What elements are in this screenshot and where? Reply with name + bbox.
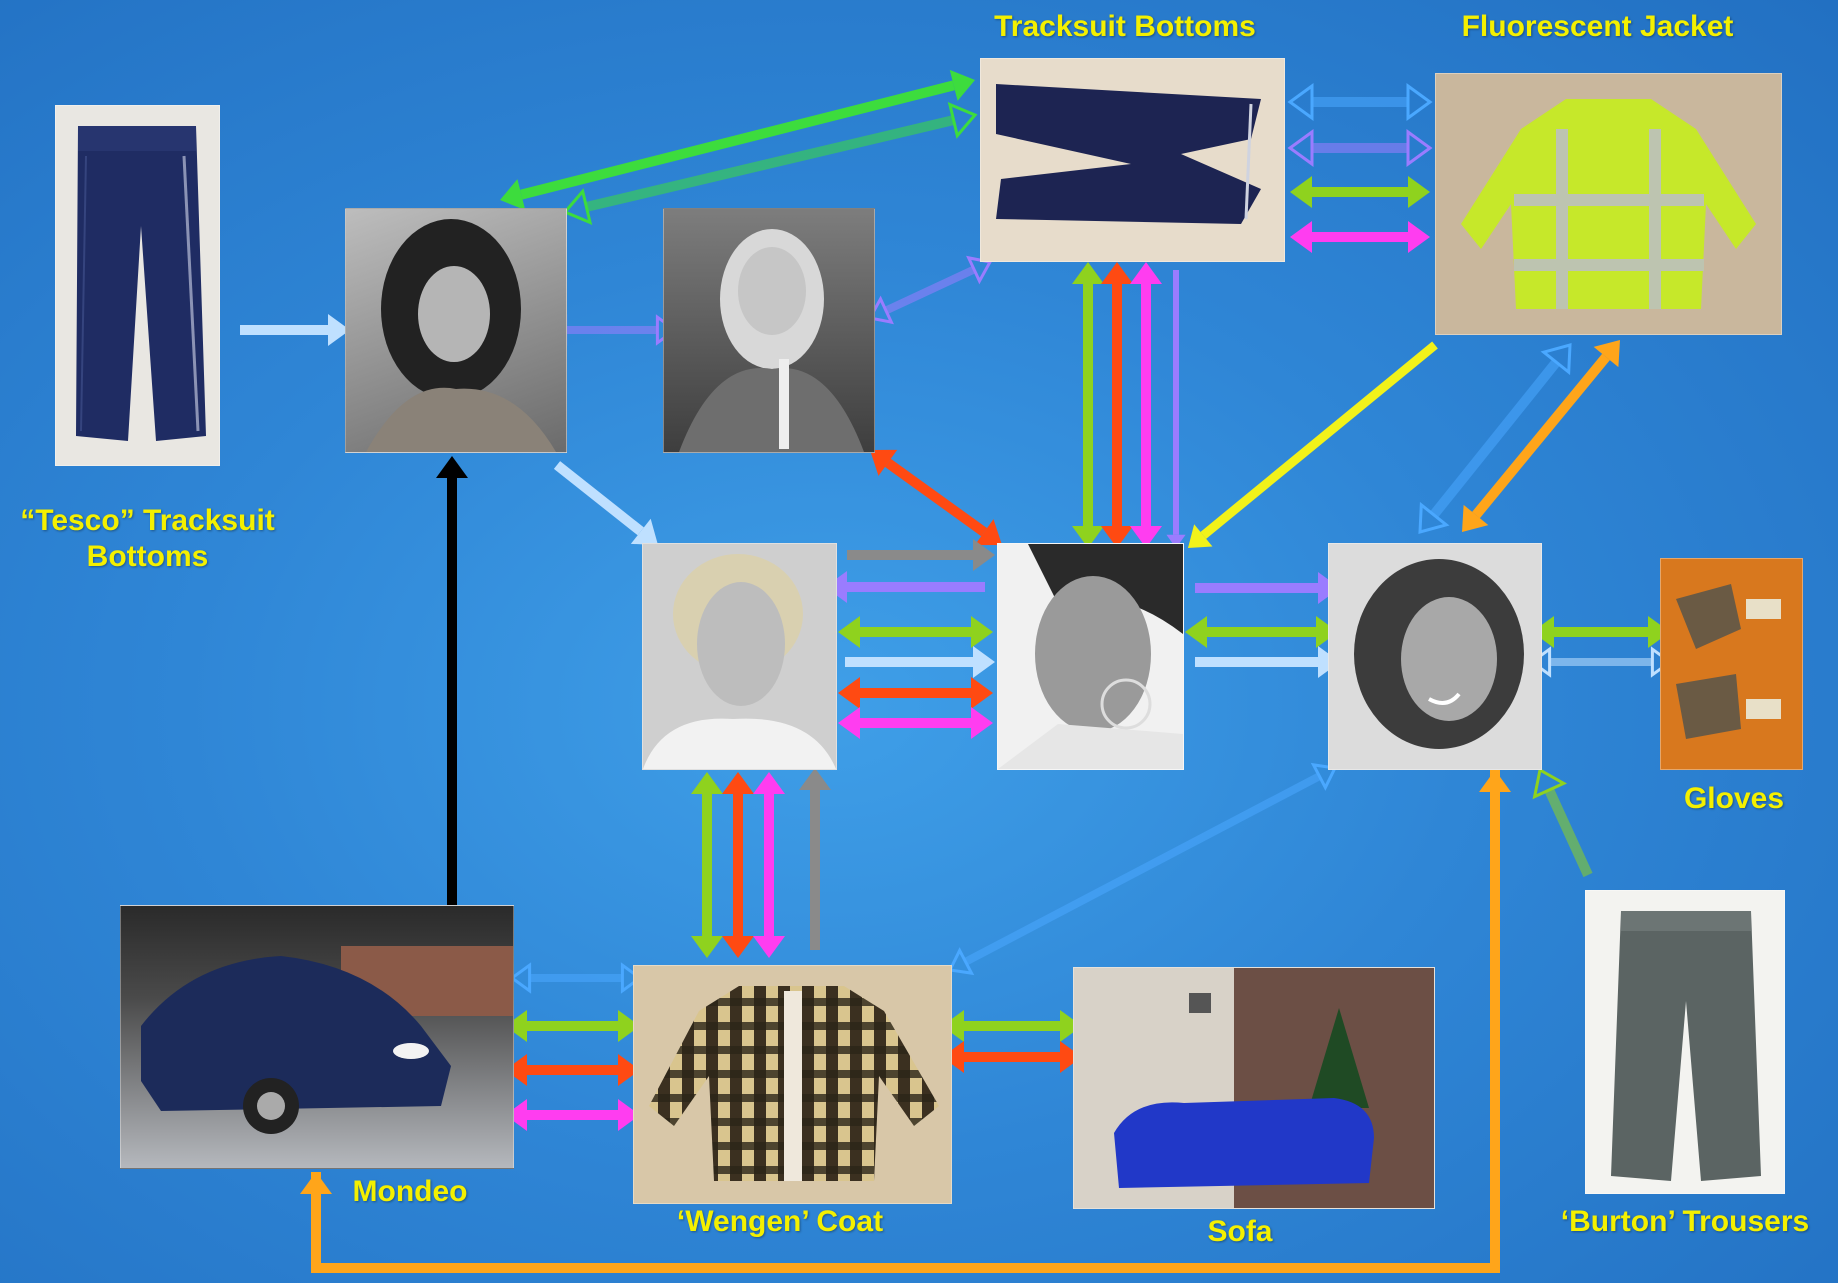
tracksuit-bottoms-photo (980, 58, 1285, 262)
arrow-tracksuit-person1-a (500, 69, 975, 211)
arrow-person3-person4-3 (838, 616, 993, 648)
arrow-person5-coat (947, 762, 1338, 976)
wengen-coat-photo (633, 965, 952, 1204)
gloves-label: Gloves (1683, 782, 1785, 815)
arrow-mondeo-coat-2 (505, 1010, 640, 1042)
arrow-tracksuit-jacket-1 (1287, 83, 1433, 121)
arrow-tracksuit-person4-3 (1130, 262, 1162, 548)
arrow-person2-person4 (870, 449, 1002, 546)
arrow-tracksuit-jacket-4 (1290, 221, 1430, 253)
arrow-person3-coat-2 (722, 772, 754, 958)
arrow-person3-person4-5 (838, 677, 993, 709)
mondeo-photo (120, 905, 514, 1169)
gloves-photo (1660, 558, 1803, 770)
sofa-label: Sofa (1207, 1215, 1273, 1248)
tesco-tracksuit-photo (55, 105, 220, 466)
arrow-person4-person5-2 (1185, 616, 1338, 648)
arrow-person3-person4-4 (845, 646, 995, 678)
person-photo-1 (345, 208, 567, 453)
arrow-jacket-person4 (1188, 341, 1438, 548)
mondeo-label: Mondeo (352, 1175, 468, 1208)
fluorescent-jacket-photo (1435, 73, 1782, 335)
arrow-person3-person4-2 (825, 571, 985, 603)
arrow-person1-person2 (545, 314, 678, 346)
arrow-tracksuit-person4-2 (1101, 262, 1133, 548)
arrow-person3-person4-1 (847, 539, 995, 571)
arrow-mondeo-coat-4 (505, 1099, 640, 1131)
arrow-tracksuit-person4-4 (1166, 270, 1186, 548)
fluorescent-jacket-label: Fluorescent Jacket (1461, 10, 1734, 43)
wengen-coat-label: ‘Wengen’ Coat (676, 1205, 884, 1238)
arrow-mondeo-coat-1 (509, 962, 643, 994)
arrow-person4-person5-1 (1195, 572, 1340, 604)
arrow-person3-coat-3 (753, 772, 785, 958)
person-photo-3 (642, 543, 837, 770)
tesco-tracksuit-label: “Tesco” Tracksuit Bottoms (20, 504, 275, 573)
arrow-tesco-person1 (240, 314, 350, 346)
person-photo-4 (997, 543, 1184, 770)
arrow-tracksuit-jacket-2 (1287, 129, 1433, 167)
arrow-tracksuit-person4-1 (1072, 262, 1104, 548)
arrow-person3-coat-1 (691, 772, 723, 958)
arrow-person5-gloves-2 (1529, 646, 1673, 678)
tracksuit-bottoms-label: Tracksuit Bottoms (994, 10, 1256, 43)
arrow-coat-person3-4 (799, 768, 831, 950)
sofa-photo (1073, 967, 1435, 1209)
arrow-person4-person5-3 (1195, 646, 1340, 678)
arrow-jacket-person5-b (1462, 340, 1620, 532)
arrow-mondeo-person5 (300, 770, 1511, 1273)
arrow-person5-gloves-1 (1532, 616, 1670, 648)
arrow-mondeo-person1 (436, 456, 468, 905)
arrow-jacket-person5-a (1418, 343, 1572, 534)
arrow-coat-sofa-2 (942, 1041, 1082, 1073)
burton-trousers-photo (1585, 890, 1785, 1194)
arrow-burton-person5 (1532, 767, 1593, 878)
person-photo-2 (663, 208, 875, 453)
arrow-coat-sofa-1 (942, 1010, 1082, 1042)
arrow-person3-person4-6 (838, 707, 993, 739)
arrow-person2-tracksuit (867, 255, 993, 325)
burton-trousers-label: ‘Burton’ Trousers (1560, 1205, 1810, 1238)
person-photo-5 (1328, 543, 1542, 770)
arrow-person1-person3 (553, 461, 658, 545)
arrow-tracksuit-jacket-3 (1290, 176, 1430, 208)
arrow-tracksuit-person1-b (562, 101, 978, 226)
arrow-mondeo-coat-3 (505, 1054, 640, 1086)
